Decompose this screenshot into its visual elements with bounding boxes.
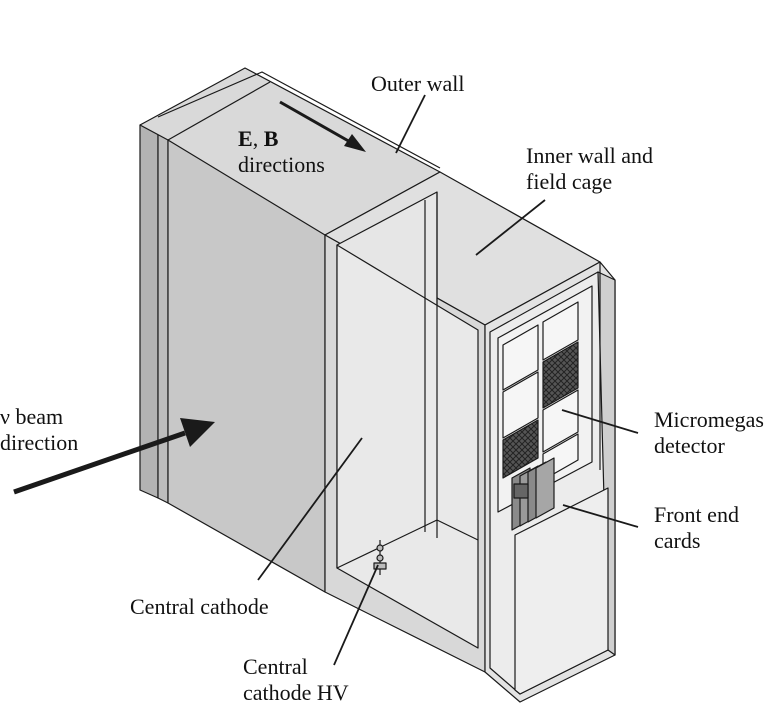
label-b: B [263, 126, 279, 151]
micromegas-module-4 [502, 371, 539, 439]
label-beam-line2: direction [0, 430, 79, 455]
outer-wall-top-edge [157, 71, 441, 169]
label-front-end-line1: Front end [654, 502, 739, 527]
label-micromegas-line1: Micromegas [654, 407, 764, 432]
micromegas-module-2 [542, 301, 579, 361]
label-front-end-line2: cards [654, 528, 701, 553]
label-hv-line2: cathode HV [243, 680, 349, 705]
label-eb-directions: E, B directions [238, 126, 325, 178]
micromegas-module-6 [502, 419, 539, 479]
leader-micromegas [561, 409, 639, 434]
label-central-cathode: Central cathode [130, 594, 269, 619]
label-eb-sep: , [252, 126, 264, 151]
end-plate [484, 261, 616, 703]
end-plate-lower-panel [514, 487, 609, 695]
label-inner-wall-line2: field cage [526, 169, 613, 194]
leader-outer-wall [395, 94, 426, 154]
micromegas-module-3 [542, 341, 579, 409]
leader-front-end [562, 504, 639, 528]
beam-direction-arrow [13, 418, 215, 495]
field-cage-face [336, 244, 479, 649]
field-cage-floor [336, 519, 438, 569]
outer-wall-top-rim [167, 81, 271, 141]
label-micromegas: Micromegas detector [654, 407, 764, 459]
label-front-end: Front end cards [654, 502, 739, 554]
leader-lines [257, 94, 639, 666]
label-e: E [238, 126, 253, 151]
leader-inner-wall [475, 199, 546, 256]
label-beam-direction: ν beam direction [0, 404, 78, 456]
inner-wall-box [324, 171, 601, 673]
label-inner-wall-line1: Inner wall and [526, 143, 654, 168]
leader-central-cathode [257, 437, 363, 581]
front-end-card-stack [511, 457, 555, 531]
label-outer-wall: Outer wall [371, 71, 465, 96]
label-central-cathode-hv: Central cathode HV [243, 654, 349, 706]
label-eb-line2: directions [238, 152, 325, 177]
leader-cathode-hv [333, 564, 379, 666]
field-cage-floor-2 [436, 519, 479, 541]
cathode-hv-connector [373, 540, 387, 575]
micromegas-module-5 [542, 389, 579, 453]
micromegas-module-1 [502, 324, 539, 391]
label-inner-wall: Inner wall and field cage [526, 143, 653, 195]
label-micromegas-line2: detector [654, 433, 725, 458]
eb-direction-arrow [279, 100, 366, 152]
label-hv-line1: Central [243, 654, 308, 679]
label-beam-line1: ν beam [0, 404, 64, 429]
outer-wall-box [139, 67, 441, 593]
label-eb-line1: E, B [238, 126, 325, 152]
